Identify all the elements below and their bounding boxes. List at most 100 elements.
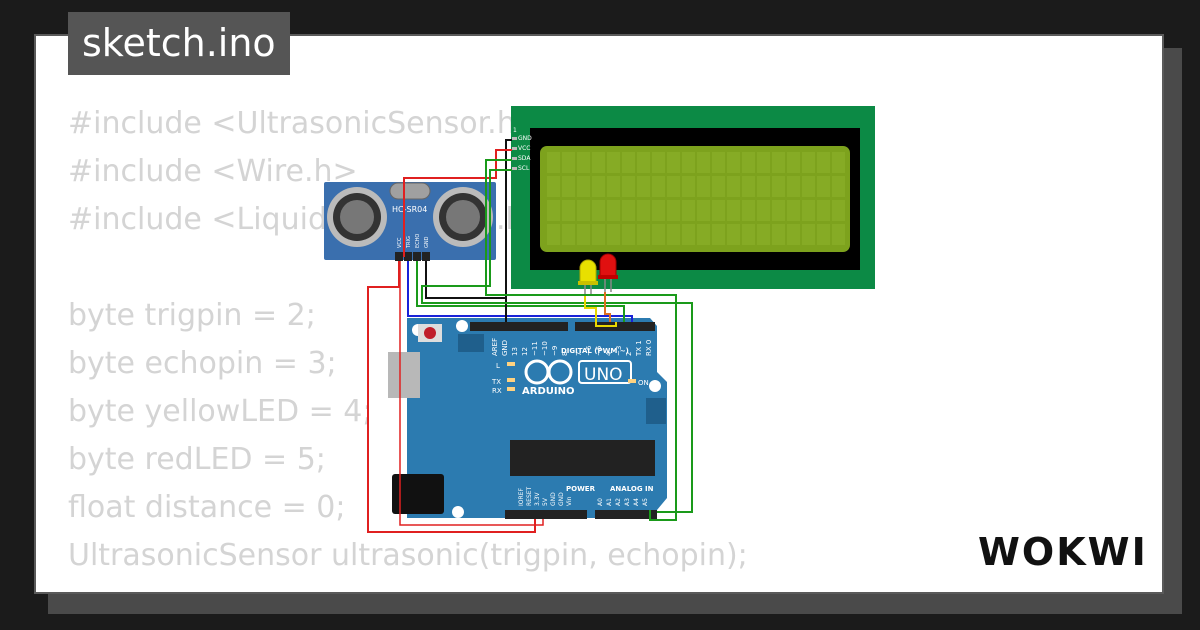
board-brand: ARDUINO [522, 386, 574, 397]
code-line: #include <Wire.h> [68, 154, 358, 189]
arduino-uno-board[interactable]: UNO ARDUINO DIGITAL (PWM ~) POWER ANALOG… [388, 318, 667, 519]
usb-port [388, 352, 420, 398]
sensor-pin-gnd[interactable] [422, 252, 430, 261]
lcd-char-cell [727, 176, 740, 197]
digital-pin-label: 13 [511, 347, 519, 356]
lcd-char-cell [817, 200, 830, 221]
lcd-char-cell [772, 176, 785, 197]
analog-pin-label: A4 [633, 498, 640, 506]
code-line: float distance = 0; [68, 490, 346, 525]
lcd-char-cell [667, 200, 680, 221]
wire-sensor-trig[interactable] [407, 261, 633, 322]
yellow-led[interactable] [578, 259, 598, 296]
lcd-char-cell [637, 200, 650, 221]
lcd-char-cell [787, 152, 800, 173]
reset-button[interactable] [424, 327, 436, 339]
wire-lcd-scl[interactable] [421, 169, 693, 513]
file-title: sketch.ino [68, 12, 290, 75]
wire-lcd-vcc[interactable] [403, 149, 512, 257]
board-model: UNO [584, 365, 623, 385]
hc-sr04-sensor[interactable]: HC-SR04 VCC TRIG ECHO GND [324, 182, 496, 261]
digital-pin-label: 4 [605, 351, 613, 356]
led-on-label: ON [638, 379, 649, 387]
mount-hole [649, 380, 661, 392]
sensor-pin-trig[interactable] [404, 252, 412, 261]
lcd-char-cell [757, 224, 770, 245]
lcd-pin[interactable] [512, 147, 517, 150]
red-led[interactable] [598, 253, 618, 292]
wire-sensor-vcc[interactable] [367, 261, 536, 533]
digital-pin-label: ~3 [615, 346, 623, 356]
lcd-char-cell [667, 176, 680, 197]
sensor-transducer-right [433, 187, 493, 247]
wire-lcd-gnd[interactable] [505, 139, 512, 322]
led-l-label: L [496, 362, 500, 370]
sensor-transducer-left [327, 187, 387, 247]
lcd-char-cell [832, 152, 845, 173]
lcd-pin[interactable] [512, 167, 517, 170]
wire-yellow-led[interactable] [584, 296, 617, 327]
sensor-pin-label: TRIG [406, 236, 412, 249]
lcd-char-cell [757, 176, 770, 197]
digital-label: DIGITAL (PWM ~) [561, 347, 629, 355]
arduino-logo-icon [524, 359, 573, 385]
lcd-char-cell [652, 200, 665, 221]
power-pin-label: GND [558, 492, 565, 506]
lcd-pin-label: GND [518, 135, 532, 142]
lcd-char-cell [637, 224, 650, 245]
wokwi-logo: WOKWI [978, 530, 1146, 574]
sensor-pin-vcc[interactable] [395, 252, 403, 261]
lcd-pin1-marker: 1 [513, 127, 517, 134]
lcd-char-cell [577, 224, 590, 245]
lcd-char-cell [832, 176, 845, 197]
sensor-model: HC-SR04 [392, 205, 427, 214]
lcd-pin[interactable] [512, 157, 517, 160]
code-line: byte yellowLED = 4; [68, 394, 373, 429]
power-jack [392, 474, 444, 514]
wire-5v-return[interactable] [399, 261, 544, 526]
lcd-char-cell [817, 176, 830, 197]
wire-red-led[interactable] [604, 292, 611, 322]
uno-badge [578, 360, 632, 384]
wire-sensor-gnd[interactable] [425, 261, 507, 322]
lcd-char-cell [667, 224, 680, 245]
wire-sensor-echo[interactable] [416, 261, 625, 322]
analog-pin-label: A2 [615, 498, 622, 506]
lcd-char-cell [697, 176, 710, 197]
lcd-char-cell [637, 152, 650, 173]
lcd-char-cell [697, 152, 710, 173]
lcd-char-cell [697, 200, 710, 221]
lcd-char-cell [562, 152, 575, 173]
code-line: byte redLED = 5; [68, 442, 326, 477]
led-rx-label: RX [492, 387, 502, 395]
lcd-char-cell [622, 200, 635, 221]
lcd-char-cell [667, 152, 680, 173]
lcd-char-cell [607, 224, 620, 245]
atmega-chip [510, 440, 655, 476]
lcd-pin[interactable] [512, 137, 517, 140]
lcd-char-cell [592, 224, 605, 245]
lcd-char-cell [622, 224, 635, 245]
digital-pin-label: ~9 [551, 346, 559, 356]
led-rx [507, 387, 515, 391]
code-line: #include <UltrasonicSensor.h> [68, 106, 541, 141]
power-pin-label: IOREF [518, 488, 525, 506]
code-line: UltrasonicSensor ultrasonic(trigpin, ech… [68, 538, 748, 573]
lcd-char-cell [712, 152, 725, 173]
power-pin-label: 3.3V [534, 491, 541, 506]
sensor-pin-echo[interactable] [413, 252, 421, 261]
digital-pin-label: 8 [561, 352, 569, 356]
lcd-char-cell [742, 200, 755, 221]
lcd-char-cell [712, 200, 725, 221]
lcd-char-cell [592, 152, 605, 173]
lcd-character-grid [547, 152, 845, 245]
lcd-pin-label: SCL [518, 165, 530, 172]
power-pin-label: 5V [542, 497, 549, 506]
analog-pin-label: A1 [606, 498, 613, 506]
lcd-display[interactable]: 1 GND VCC SDA SCL [511, 106, 875, 289]
lcd-char-cell [607, 176, 620, 197]
lcd-char-cell [547, 152, 560, 173]
led-tx-label: TX [491, 378, 501, 386]
wire-lcd-sda[interactable] [485, 159, 677, 521]
